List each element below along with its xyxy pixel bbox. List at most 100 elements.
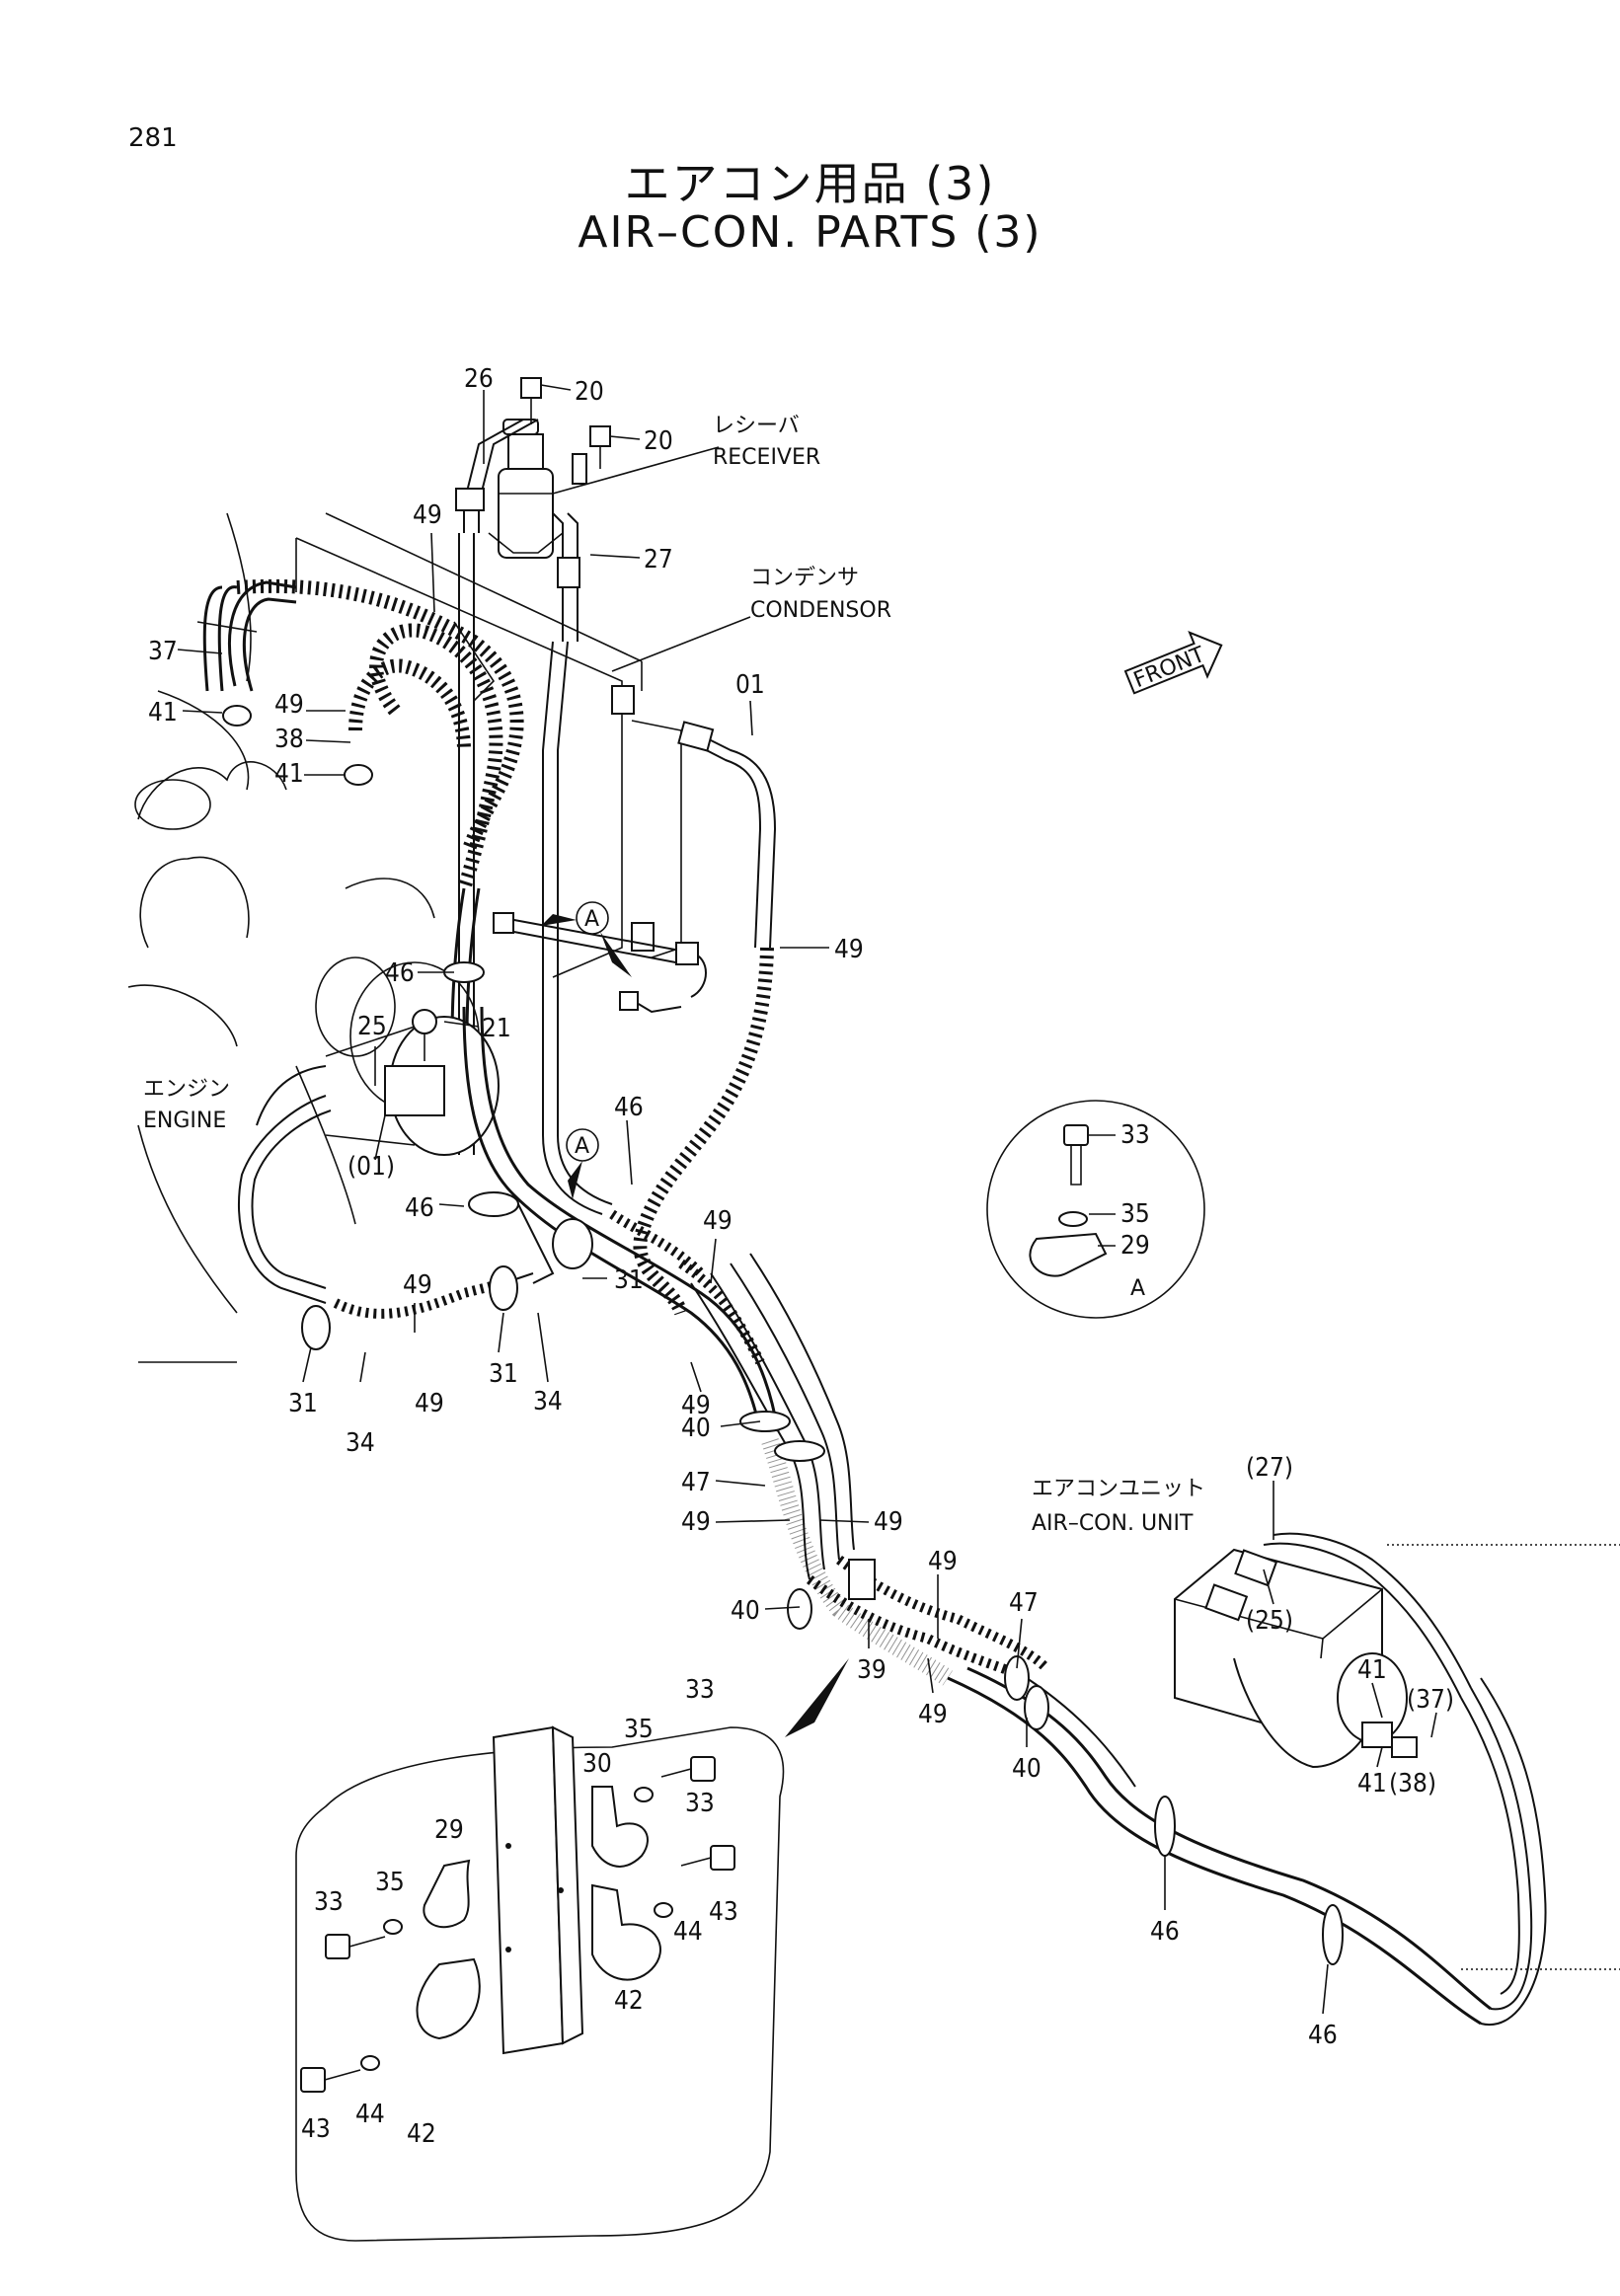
callout-46: 46 (385, 958, 415, 988)
callout-31: 31 (288, 1389, 318, 1418)
page-title-english: AIR–CON. PARTS (3) (578, 207, 1042, 258)
callout-49: 49 (681, 1391, 711, 1420)
receiver-label-jp: レシーバ (713, 414, 800, 438)
bolt-icon (1063, 1124, 1089, 1186)
detail-a-callout-29: 29 (1120, 1231, 1150, 1261)
clamp-icon (1029, 1232, 1108, 1277)
callout-34: 34 (533, 1387, 563, 1416)
bracket-callout-29: 29 (434, 1815, 464, 1845)
callout-47: 47 (681, 1468, 711, 1497)
callout-49: 49 (681, 1507, 711, 1537)
bolt-icon (520, 377, 542, 424)
callout-46: 46 (1150, 1917, 1180, 1947)
callout-37: 37 (148, 637, 178, 666)
callout-20: 20 (644, 426, 673, 456)
page-number: 281 (128, 123, 178, 153)
callout-25: 25 (357, 1012, 387, 1041)
aircon-unit-label-en: AIR–CON. UNIT (1032, 1511, 1194, 1536)
washer-icon (634, 1787, 654, 1802)
engine-outline (127, 512, 480, 1363)
washer-icon (360, 2055, 380, 2071)
bolt-icon (680, 1845, 735, 1871)
view-a-marker-lower: A (566, 1128, 599, 1199)
bracket-callout-42: 42 (614, 1986, 644, 2016)
callout-41: 41 (1357, 1655, 1387, 1685)
clamp-icon (591, 1786, 649, 1868)
callout-41: 41 (148, 698, 178, 727)
callout-49: 49 (403, 1270, 432, 1300)
leader-lines (177, 384, 1437, 2015)
callout-39: 39 (857, 1655, 887, 1685)
view-a-marker-upper: A (541, 901, 632, 977)
bracket-callout-44: 44 (355, 2100, 385, 2129)
component-labels: レシーバ RECEIVER コンデンサ CONDENSOR エンジン ENGIN… (143, 414, 1205, 1536)
callout-49: 49 (834, 935, 864, 964)
washer-icon (1058, 1211, 1088, 1227)
callout-20: 20 (575, 377, 604, 407)
bolt-icon (325, 1934, 386, 1959)
callout-27: 27 (644, 545, 673, 574)
clamp-icon (423, 1859, 471, 1929)
condensor-assembly (295, 512, 682, 978)
view-a-letter: A (584, 907, 599, 932)
callout-40: 40 (1012, 1754, 1041, 1784)
callout-49: 49 (415, 1389, 444, 1418)
detail-a-callout-35: 35 (1120, 1199, 1150, 1229)
clamp-icon (416, 1957, 481, 2040)
washer-icon (383, 1919, 403, 1935)
detail-a-caption: A (1130, 1276, 1145, 1301)
page-title-japanese: エアコン用品 (3) (624, 157, 996, 210)
receiver-drier (455, 377, 611, 642)
callout-26: 26 (464, 364, 494, 394)
callout-46: 46 (1308, 2021, 1338, 2050)
front-direction-arrow: FRONT (1123, 630, 1223, 695)
callout-46: 46 (405, 1193, 434, 1223)
callout-40: 40 (731, 1596, 760, 1626)
callout-31: 31 (489, 1359, 518, 1389)
callout-01-ref: (01) (347, 1152, 395, 1182)
callout-41: 41 (274, 759, 304, 789)
compressor (325, 1009, 500, 1156)
bolt-icon (300, 2067, 361, 2093)
bolt-icon (589, 425, 611, 469)
condensor-label-en: CONDENSOR (750, 598, 891, 623)
bracket-callout-42: 42 (407, 2119, 436, 2149)
part-callouts: 26 20 20 27 49 37 49 41 38 41 01 49 46 2… (148, 364, 1454, 2149)
bracket-callout-33: 33 (685, 1675, 715, 1705)
condensor-label-jp: コンデンサ (750, 566, 859, 590)
engine-label-jp: エンジン (143, 1077, 230, 1102)
callout-01: 01 (735, 670, 765, 700)
bracket-callout-33: 33 (685, 1789, 715, 1818)
callout-31: 31 (614, 1265, 644, 1295)
view-a-letter: A (575, 1134, 589, 1159)
bracket-callout-35: 35 (375, 1868, 405, 1897)
bracket-detail-inset (295, 1658, 849, 2242)
washer-icon (654, 1902, 673, 1918)
bracket-callout-30: 30 (582, 1749, 612, 1779)
front-label: FRONT (1130, 643, 1209, 694)
callout-41: 41 (1357, 1769, 1387, 1799)
detail-a-callout-33: 33 (1120, 1120, 1150, 1150)
receiver-label-en: RECEIVER (713, 445, 820, 470)
aircon-unit-label-jp: エアコンユニット (1032, 1477, 1205, 1501)
callout-49: 49 (918, 1700, 948, 1729)
callout-21: 21 (482, 1014, 511, 1043)
bracket-callout-43: 43 (709, 1897, 738, 1927)
callout-25-ref: (25) (1246, 1606, 1293, 1636)
callout-49: 49 (874, 1507, 903, 1537)
callout-46: 46 (614, 1093, 644, 1122)
bracket-callout-44: 44 (673, 1917, 703, 1947)
bracket-callout-43: 43 (301, 2114, 331, 2144)
callout-49: 49 (274, 690, 304, 720)
callout-27-ref: (27) (1246, 1453, 1293, 1483)
aircon-unit (1174, 1548, 1418, 1769)
callout-38: 38 (274, 725, 304, 754)
callout-37-ref: (37) (1407, 1685, 1454, 1715)
bolt-icon (660, 1756, 716, 1782)
callout-49: 49 (413, 500, 442, 530)
callout-49: 49 (928, 1547, 958, 1576)
bracket-callout-33: 33 (314, 1887, 344, 1917)
callout-40: 40 (681, 1414, 711, 1443)
callout-38-ref: (38) (1389, 1769, 1436, 1799)
